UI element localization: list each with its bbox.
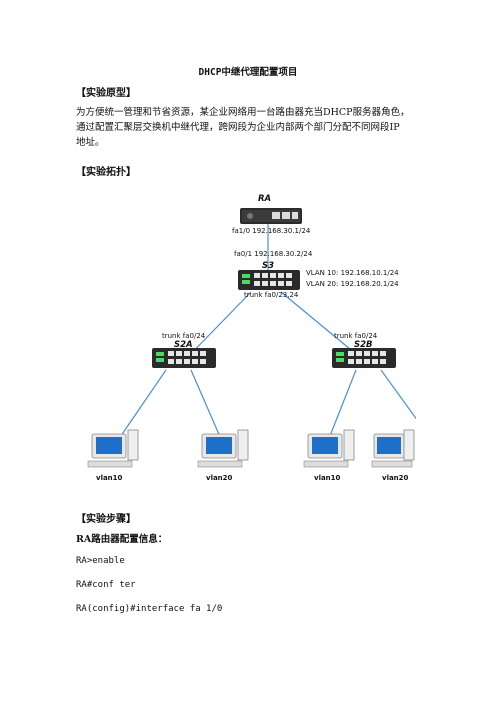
router-ra-name: RA bbox=[258, 194, 272, 204]
section-heading-topology: 【实验拓扑】 bbox=[76, 167, 136, 178]
s3-vlan20-label: VLAN 20: 192.168.20.1/24 bbox=[306, 280, 399, 288]
page-title: DHCP中继代理配置项目 bbox=[198, 67, 298, 78]
paragraph-line: 通过配置汇聚层交换机中继代理，跨网段为企业内部两个部门分配不同网段IP bbox=[76, 122, 400, 133]
topology-links bbox=[87, 208, 416, 468]
router-ra-icon bbox=[240, 208, 302, 224]
s3-uplink-label: fa0/1 192.168.30.2/24 bbox=[234, 250, 313, 258]
paragraph-line: 地址。 bbox=[76, 137, 105, 148]
switch-s2b-icon bbox=[332, 348, 396, 368]
link-s2a-pc1 bbox=[113, 369, 167, 447]
pc-3-icon bbox=[303, 429, 355, 468]
s2b-trunk-label: trunk fa0/24 bbox=[334, 332, 378, 340]
section-heading-prototype: 【实验原型】 bbox=[76, 88, 136, 99]
s3-vlan10-label: VLAN 10: 192.168.10.1/24 bbox=[306, 269, 399, 277]
command-line: RA#conf ter bbox=[76, 580, 136, 590]
pc-2-vlan-label: vlan20 bbox=[206, 474, 233, 482]
paragraph-line: 为方便统一管理和节省资源，某企业网络用一台路由器充当DHCP服务器角色， bbox=[76, 107, 410, 118]
link-s2b-pc3 bbox=[325, 369, 357, 447]
pc-3-vlan-label: vlan10 bbox=[314, 474, 341, 482]
pc-4-icon bbox=[371, 429, 415, 468]
switch-s2a-name: S2A bbox=[174, 340, 193, 350]
link-s2a-pc2 bbox=[190, 369, 225, 447]
switch-s2a-icon bbox=[152, 348, 216, 368]
command-line: RA>enable bbox=[76, 556, 125, 566]
s3-trunk-label: trunk fa0/23,24 bbox=[244, 291, 299, 299]
pc-1-vlan-label: vlan10 bbox=[96, 474, 123, 482]
section-heading-steps: 【实验步骤】 bbox=[76, 514, 136, 525]
pc-1-icon bbox=[87, 429, 139, 468]
pc-2-icon bbox=[197, 429, 249, 468]
switch-s2b-name: S2B bbox=[354, 340, 373, 350]
command-line: RA(config)#interface fa 1/0 bbox=[76, 604, 223, 614]
link-s2b-pc4 bbox=[380, 369, 416, 420]
ra-config-label: RA路由器配置信息： bbox=[76, 534, 168, 545]
router-interface-label: fa1/0 192.168.30.1/24 bbox=[232, 227, 311, 235]
switch-s3-name: S3 bbox=[262, 261, 275, 271]
s2a-trunk-label: trunk fa0/24 bbox=[162, 332, 206, 340]
pc-4-vlan-label: vlan20 bbox=[382, 474, 409, 482]
intro-paragraph: 为方便统一管理和节省资源，某企业网络用一台路由器充当DHCP服务器角色， 通过配… bbox=[76, 105, 421, 150]
switch-s3-icon bbox=[238, 270, 300, 290]
network-topology-diagram: RA fa1/0 192.168.30.1/24 fa0/1 192.168.3… bbox=[86, 184, 416, 490]
